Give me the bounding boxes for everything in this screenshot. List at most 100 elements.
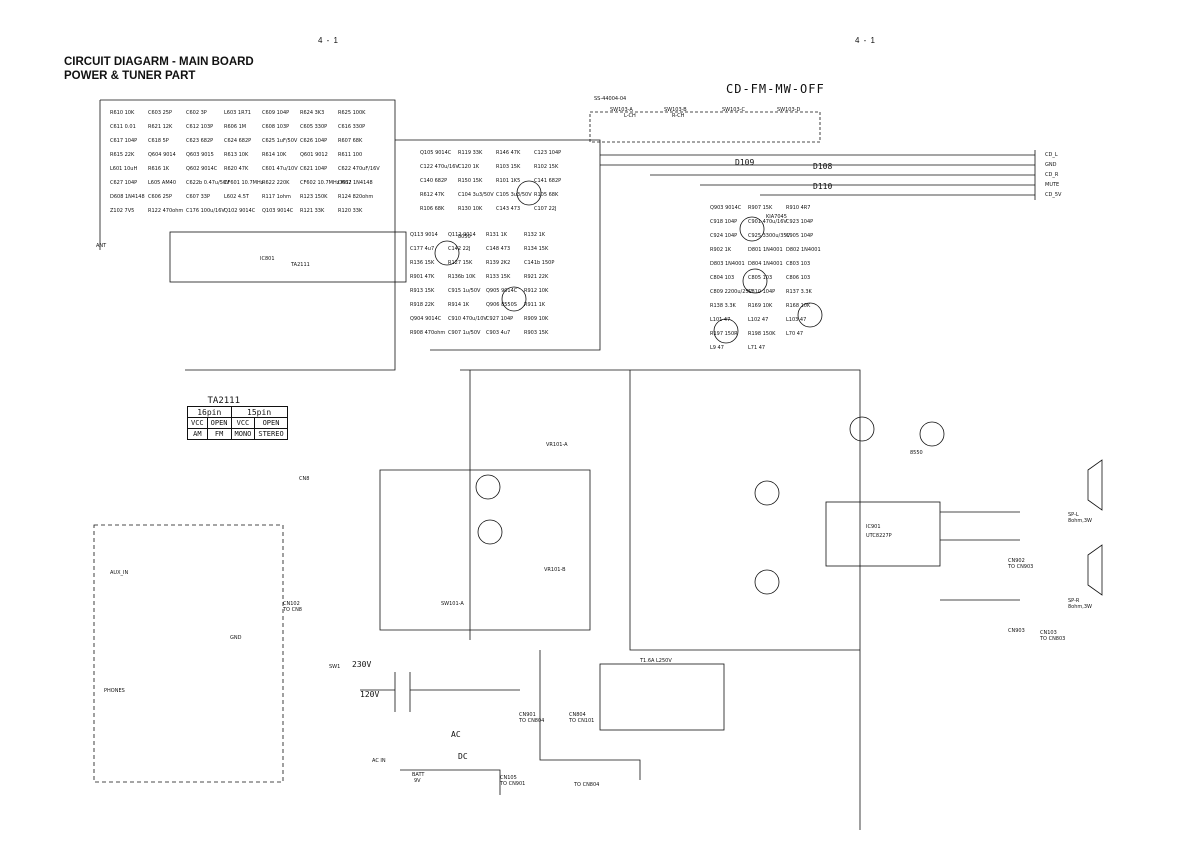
component-value: R607 68K (338, 138, 363, 144)
ic-amp-body (825, 501, 941, 567)
tuner-bus-wire (100, 99, 396, 371)
component-value: C140 682P (420, 178, 448, 184)
component-value: C805 103 (748, 275, 773, 281)
transistor-q102 (742, 268, 768, 294)
connector-label: CN902 (1008, 558, 1025, 564)
component-value: R136b 10K (448, 274, 476, 280)
transistor-q601 (434, 240, 460, 266)
component-value: R903 15K (524, 330, 549, 336)
lch-label: L-CH (624, 113, 636, 119)
component-value: D803 1N4001 (710, 261, 745, 267)
component-value: Q113 9014 (410, 232, 438, 238)
connector-label: CN102 (283, 601, 300, 607)
component-value: D804 1N4001 (748, 261, 783, 267)
table-cell: OPEN (206, 417, 232, 429)
page-number-left: 4 - 1 (318, 36, 340, 45)
component-value: R105 68K (534, 192, 559, 198)
component-value: R622 220K (262, 180, 290, 186)
component-value: R625 100K (338, 110, 366, 116)
component-value: R613 10K (224, 152, 249, 158)
component-value: R124 820ohm (338, 194, 374, 200)
component-value: C612 103P (186, 124, 214, 130)
component-value: Q602 9014C (186, 166, 218, 172)
component-value: C606 25P (148, 194, 173, 200)
component-value: C142 22J (448, 246, 471, 252)
table-header-15pin: 15pin (230, 406, 288, 418)
component-value: L605 AM40 (148, 180, 177, 186)
component-value: C104 3u3/50V (458, 192, 494, 198)
transistor-q906 (919, 421, 945, 447)
connector-pin-label: CD_R (1045, 172, 1059, 178)
component-value: C905 104P (786, 233, 814, 239)
component-value: R902 1K (710, 247, 732, 253)
transistor-q603 (516, 180, 542, 206)
component-value: Q906 8550S (486, 302, 517, 308)
component-value: R921 22K (524, 274, 549, 280)
component-value: R913 15K (410, 288, 435, 294)
volume-a-label: VR101-A (546, 442, 568, 448)
component-value: Q103 9014C (262, 208, 294, 214)
component-value: R150 15K (458, 178, 483, 184)
component-value: R907 15K (748, 205, 773, 211)
component-value: C602 3P (186, 110, 207, 116)
component-value: C622b 0.47u/50V (186, 180, 230, 186)
ic801-label: IC801 (260, 256, 275, 262)
component-value: C621 104P (300, 166, 328, 172)
speaker-left-icon (1087, 459, 1103, 511)
dc-label: DC (458, 752, 468, 761)
table-cell: MONO (230, 428, 256, 440)
aux-in-label: AUX_IN (110, 570, 129, 576)
component-value: L71 47 (748, 345, 766, 351)
rch-label: R-CH (672, 113, 685, 119)
component-value: C622 470uF/16V (338, 166, 380, 172)
amp-supply-wire (460, 369, 861, 830)
component-value: Q105 9014C (420, 150, 452, 156)
component-value: C901 470u/16V (748, 219, 787, 225)
speaker-spec-label: 8ohm,3W (1068, 518, 1092, 524)
component-value: R136 15K (410, 260, 435, 266)
component-value: R912 10K (524, 288, 549, 294)
component-value: C107 22J (534, 206, 557, 212)
function-switch-label: CD-FM-MW-OFF (726, 82, 825, 96)
component-value: C910 470u/10V (448, 316, 487, 322)
component-value: C141b 150P (524, 260, 555, 266)
preamp-frame (379, 469, 591, 631)
component-value: D607 1N4148 (338, 180, 373, 186)
component-value: R101 1K5 (496, 178, 521, 184)
component-value: R615 22K (110, 152, 135, 158)
component-value: R911 1K (524, 302, 546, 308)
component-value: R106 68K (420, 206, 445, 212)
component-value: C617 104P (110, 138, 138, 144)
table-header-16pin: 16pin (187, 406, 232, 418)
ic-pin-table: TA2111 16pin 15pin VCC OPEN VCC OPEN AM … (187, 396, 288, 440)
volume-b-label: VR101-B (544, 567, 566, 573)
ac-label: AC (451, 730, 461, 739)
ic901-label: IC901 (866, 524, 881, 530)
component-value: R119 33K (458, 150, 483, 156)
component-value: C626 104P (300, 138, 328, 144)
component-value: C143 473 (496, 206, 521, 212)
connector-label: CN105 (500, 775, 517, 781)
function-switch-outline (589, 111, 821, 143)
component-value: Q905 9014C (486, 288, 518, 294)
ic-tuner-body (169, 231, 407, 283)
component-value: C927 104P (486, 316, 514, 322)
component-value: Q102 9014C (224, 208, 256, 214)
connector-label: TO CN803 (1040, 636, 1066, 642)
component-value: R146 47K (496, 150, 521, 156)
component-value: C601 47u/10V (262, 166, 298, 172)
connector-pin-label: CD_L (1045, 152, 1058, 158)
component-value: C605 330P (300, 124, 328, 130)
component-value: C105 3u3/50V (496, 192, 532, 198)
switch-103d-label: SW103-D (777, 107, 801, 113)
battery-label: BATT (412, 772, 425, 778)
component-value: R616 1K (148, 166, 170, 172)
battery-voltage-label: 9V (414, 778, 421, 784)
component-value: C804 103 (710, 275, 735, 281)
aux-phones-panel (93, 524, 284, 783)
component-value: C624 682P (224, 138, 252, 144)
connector-pin-label: CD_5V (1045, 192, 1062, 198)
speaker-right-icon (1087, 544, 1103, 596)
speaker-left-label: SP-L (1068, 512, 1079, 518)
connector-label: CN103 (1040, 630, 1057, 636)
